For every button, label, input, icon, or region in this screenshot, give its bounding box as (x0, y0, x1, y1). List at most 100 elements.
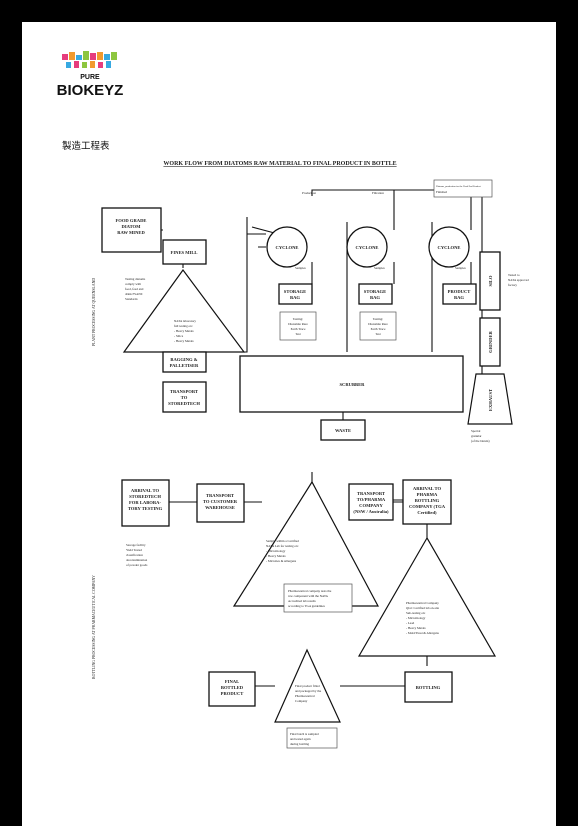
bag-notes: Testing: Diatomite Rare Earth Trace Test… (279, 311, 397, 341)
svg-text:Sub-testing on:: Sub-testing on: (406, 611, 426, 615)
svg-text:Samples: Samples (295, 266, 307, 270)
svg-text:TO/PHARMA: TO/PHARMA (357, 497, 386, 502)
arrival-pharma-box (402, 479, 452, 525)
svg-text:STOREDTECH: STOREDTECH (129, 494, 161, 499)
arrival-note: Storage facility Yield Tested classifica… (126, 543, 148, 567)
japanese-heading: 製造工程表 (62, 140, 110, 152)
svg-text:BOTTLED: BOTTLED (221, 685, 244, 690)
product-bag (442, 283, 477, 305)
fines-mill-label: FINES MILL (171, 250, 198, 255)
svg-text:Company: Company (295, 699, 308, 703)
svg-text:Final batch is sampled: Final batch is sampled (290, 732, 319, 736)
svg-text:according to TGA guidelines: according to TGA guidelines (288, 604, 326, 608)
svg-text:BAG: BAG (290, 295, 300, 300)
svg-text:- Microbes & Allergens: - Microbes & Allergens (266, 559, 297, 563)
svg-text:Diatomite Rare: Diatomite Rare (288, 322, 308, 326)
exhaust-shape (467, 373, 513, 425)
section2-side-label: BOTTLING PROCESSING AT PHARMACEUTICAL CO… (92, 575, 96, 679)
note-filtration: Filtration (372, 191, 384, 195)
svg-text:SCRUBBER: SCRUBBER (339, 382, 365, 387)
svg-text:Test: Test (375, 332, 380, 336)
raw-diatom-box (101, 207, 162, 253)
svg-text:- Heavy Metals: - Heavy Metals (174, 339, 194, 343)
svg-text:- Heavy Metals: - Heavy Metals (266, 554, 286, 558)
transport1-line-2: TO (181, 395, 188, 400)
svg-text:BAG: BAG (454, 295, 464, 300)
svg-text:factory: factory (508, 283, 517, 287)
transport-storedtech-box (162, 381, 207, 413)
document-page: PURE BIOKEYZ 製造工程表 WORK FLOW FROM DIATOM… (22, 22, 556, 826)
svg-text:COMPANY (TGA: COMPANY (TGA (409, 504, 446, 509)
scrubber-box (239, 355, 464, 413)
svg-text:WASTE: WASTE (335, 428, 351, 433)
svg-text:- Silica: - Silica (174, 334, 184, 338)
svg-text:PRODUCT: PRODUCT (221, 691, 244, 696)
svg-text:Special: Special (471, 429, 480, 433)
svg-text:PHARMA: PHARMA (417, 492, 438, 497)
svg-text:ARRIVAL TO: ARRIVAL TO (131, 488, 160, 493)
svg-text:STORAGE: STORAGE (284, 289, 306, 294)
svg-text:during bottling: during bottling (290, 742, 309, 746)
triangle4-note: Final product filled and packaged by the… (295, 684, 322, 703)
bagging-line-1: BAGGING & (170, 357, 197, 362)
svg-text:Standards: Standards (125, 297, 138, 301)
bagging-box (162, 351, 207, 373)
svg-text:TORY TESTING: TORY TESTING (128, 506, 163, 511)
transport-pharma-box (348, 483, 394, 521)
svg-text:Pharmaceutical Company: Pharmaceutical Company (406, 601, 439, 605)
svg-text:(of the blends): (of the blends) (471, 439, 490, 443)
svg-text:CYCLONE: CYCLONE (276, 245, 299, 250)
svg-text:Pharmaceutical: Pharmaceutical (295, 694, 315, 698)
grinder-box (479, 317, 501, 367)
svg-text:CYCLONE: CYCLONE (438, 245, 461, 250)
svg-text:WAREHOUSE: WAREHOUSE (205, 505, 235, 510)
note-diatoms-box (433, 179, 493, 198)
svg-text:Storage facility: Storage facility (126, 543, 146, 547)
svg-text:TRANSPORT: TRANSPORT (357, 491, 385, 496)
svg-text:and packaged by the: and packaged by the (295, 689, 322, 693)
svg-text:Final product filled: Final product filled (295, 684, 320, 688)
testing-triangle-4 (274, 648, 341, 723)
svg-text:Diatomite Rare: Diatomite Rare (368, 322, 388, 326)
svg-text:Samples: Samples (455, 266, 467, 270)
exhaust-note: Special granular (of the blends) (471, 429, 490, 443)
svg-text:QGC Certified lab on-site: QGC Certified lab on-site (406, 606, 440, 610)
bottom-note: Final batch is sampled and tested again … (286, 727, 338, 749)
cyclone-3 (428, 226, 470, 268)
triangle3-note: Pharmaceutical Company QGC Certified lab… (406, 601, 440, 635)
svg-text:STORAGE: STORAGE (364, 289, 386, 294)
svg-text:TO CUSTOMER: TO CUSTOMER (203, 499, 238, 504)
svg-text:Certified): Certified) (417, 510, 437, 515)
svg-text:GRINDER: GRINDER (488, 330, 493, 352)
logo-main-text: BIOKEYZ (57, 82, 124, 99)
svg-text:BOTTLING: BOTTLING (415, 498, 440, 503)
svg-text:Test: Test (295, 332, 300, 336)
mid-note: Pharmaceutical company tests the raw com… (283, 583, 353, 613)
svg-text:(NSW / Australia): (NSW / Australia) (353, 509, 389, 514)
transport1-line-3: STOREDTECH (168, 401, 200, 406)
svg-text:Accredited lab results: Accredited lab results (288, 599, 317, 603)
arrival-storedtech-box (121, 479, 170, 527)
bottling-box (404, 671, 453, 703)
svg-text:COMPANY: COMPANY (359, 503, 383, 508)
svg-text:SILO: SILO (488, 275, 493, 286)
raw-line-2: DIATOM (122, 224, 142, 229)
storage-bag-2 (358, 283, 393, 305)
testing-triangle-3 (357, 536, 497, 657)
fines-mill-box (162, 239, 207, 265)
svg-text:Testing:: Testing: (293, 317, 303, 321)
raw-note: Testing diatoms comply with food, feed a… (125, 277, 146, 301)
note-diatoms: Diatoms, production for the Final End Pr… (436, 185, 481, 188)
svg-text:Yield Tested: Yield Tested (126, 548, 142, 552)
raw-line-3: RAW MINED (117, 230, 145, 235)
svg-text:Testing:: Testing: (373, 317, 383, 321)
svg-text:ARRIVAL TO: ARRIVAL TO (413, 486, 442, 491)
svg-text:- Heavy Metals: - Heavy Metals (174, 329, 194, 333)
svg-text:decontamination: decontamination (126, 558, 148, 562)
svg-text:Tested to: Tested to (508, 273, 520, 277)
triangle1-note: NATA laboratory full testing on: - Heavy… (174, 319, 196, 343)
svg-text:EXHAUST: EXHAUST (488, 389, 493, 411)
bagging-line-2: PALLETISER (170, 363, 199, 368)
transport-customer-box (196, 483, 245, 523)
svg-text:Samples: Samples (374, 266, 386, 270)
